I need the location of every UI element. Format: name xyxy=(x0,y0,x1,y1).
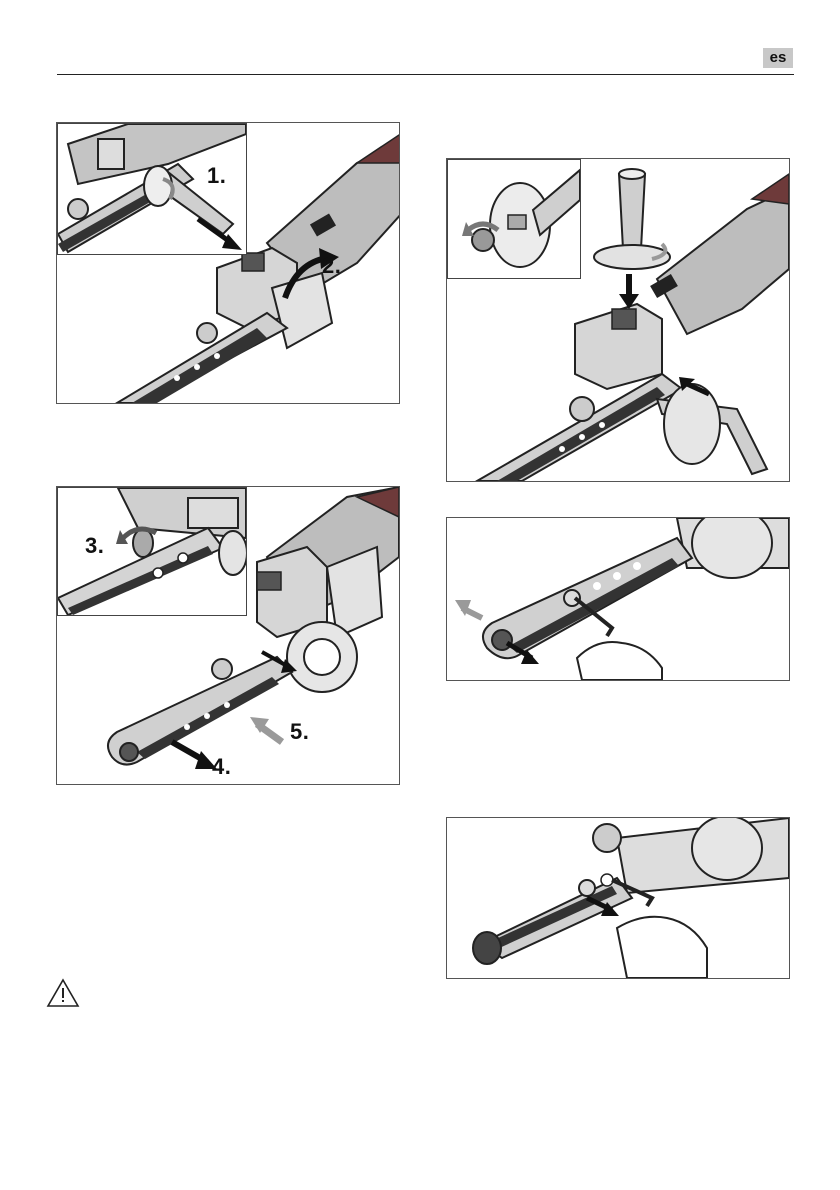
figure-4-illustration xyxy=(447,518,789,680)
figure-3-detail-inset xyxy=(447,159,581,279)
figure-3-inset-illustration xyxy=(448,160,580,278)
header-rule xyxy=(57,74,794,75)
language-badge: es xyxy=(763,48,793,68)
figure-5-remove-roller xyxy=(446,817,790,979)
figure-3-mount-side-handle xyxy=(446,158,790,482)
step-label-4: 4. xyxy=(212,754,231,780)
figure-1-detail-inset xyxy=(57,123,247,255)
figure-4-hex-key-adjust xyxy=(446,517,790,681)
step-label-2: 2. xyxy=(322,253,341,279)
figure-2-remove-belt-arm: 3. 4. 5. xyxy=(56,486,400,785)
figure-1-remove-handle: 1. 2. xyxy=(56,122,400,404)
warning-triangle-icon xyxy=(46,978,80,1008)
step-label-1: 1. xyxy=(207,163,226,189)
step-label-3: 3. xyxy=(85,533,104,559)
step-label-5: 5. xyxy=(290,719,309,745)
figure-5-illustration xyxy=(447,818,789,978)
figure-1-inset-illustration xyxy=(58,124,246,254)
